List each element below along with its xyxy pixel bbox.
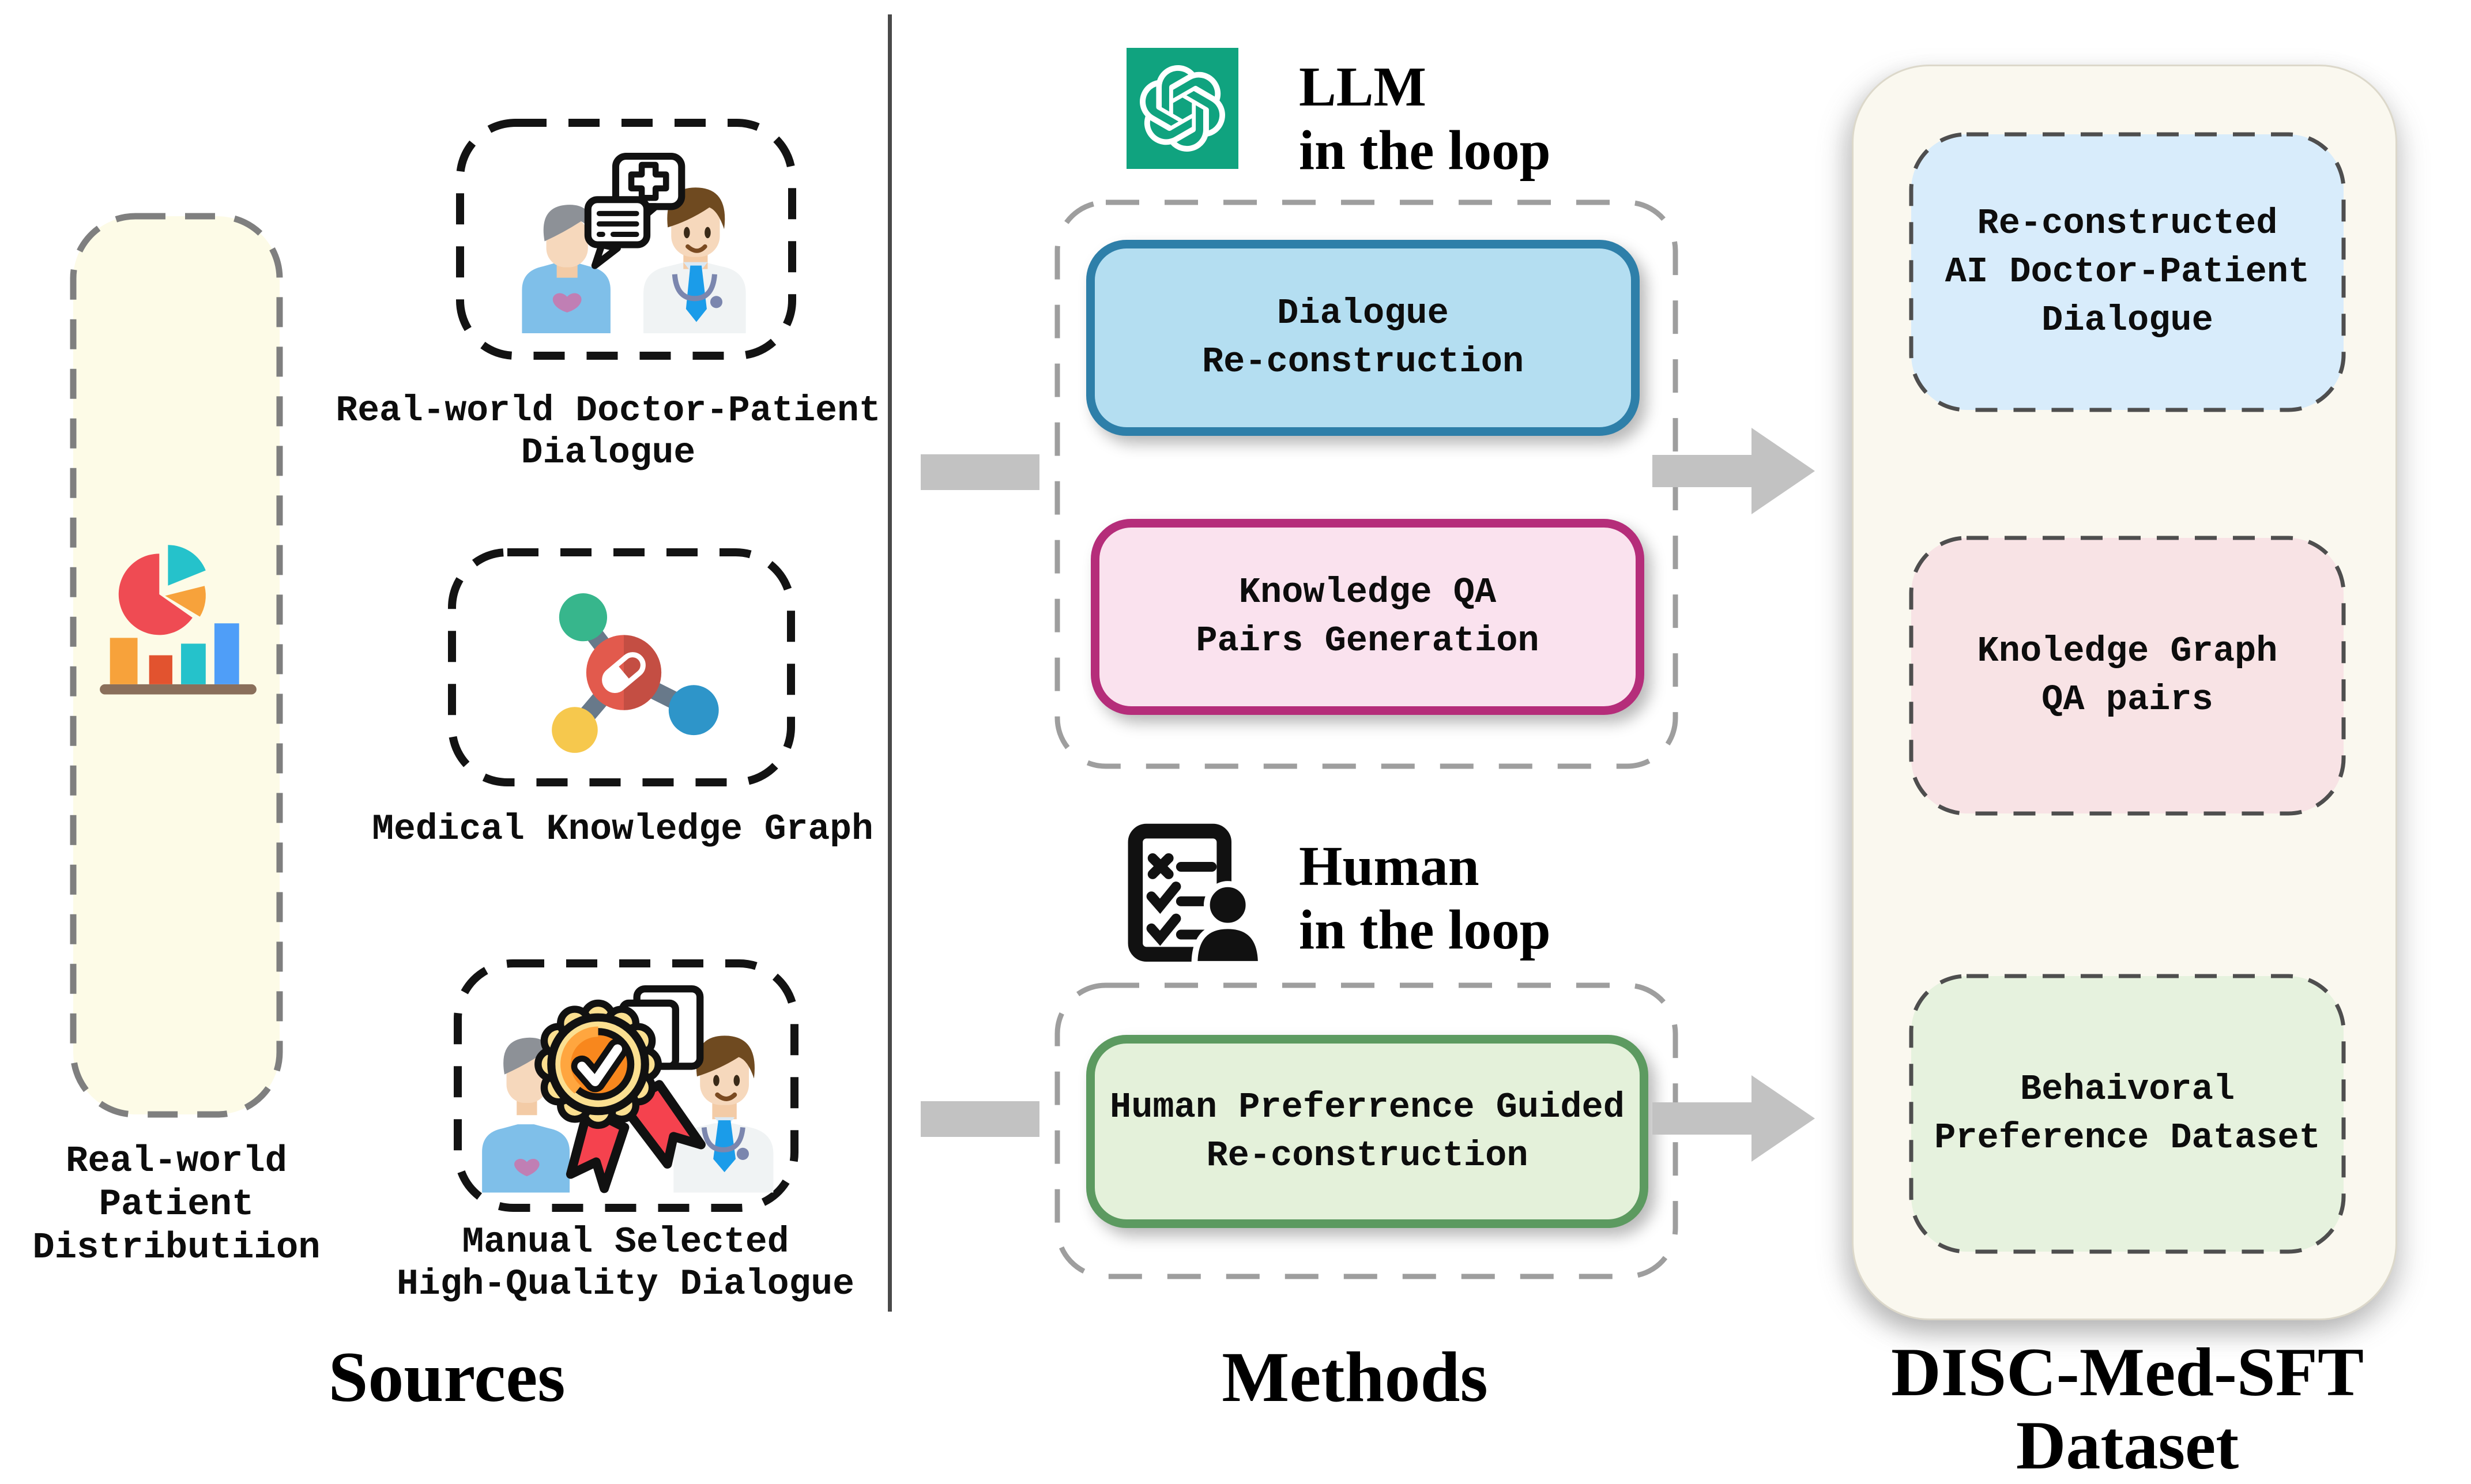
patient-distribution-label: Real-world Patient Distributiion <box>32 1141 321 1269</box>
source-label-doctor-patient-dialogue: Real-world Doctor-Patient Dialogue <box>336 390 881 474</box>
human-loop-container <box>1054 982 1678 1279</box>
pie-bar-chart-icon <box>100 545 257 695</box>
patient-distribution-panel <box>70 213 283 1118</box>
source-label-manual-selected: Manual Selected High-Quality Dialogue <box>397 1222 854 1305</box>
dataset-title: DISC-Med-SFT Dataset <box>1890 1334 2364 1484</box>
medical-knowledge-graph-icon <box>552 593 719 753</box>
doctor-patient-chat-icon <box>522 153 746 333</box>
openai-logo-icon <box>1140 65 1225 152</box>
human-preference-box: Human Preferrence Guided Re-construction <box>1086 1035 1648 1228</box>
dialogue-reconstruction-label: Dialogue Re-construction <box>1201 293 1524 382</box>
dataset-box-dialogue <box>1909 132 2346 412</box>
methods-title: Methods <box>1222 1338 1488 1417</box>
source-label-knowledge-graph: Medical Knowledge Graph <box>372 809 873 850</box>
dialogue-reconstruction-box: Dialogue Re-construction <box>1086 240 1640 436</box>
human-loop-caption: Human in the loop <box>1299 835 1551 961</box>
arrow-llm-to-dataset <box>1652 428 1815 514</box>
human-preference-label: Human Preferrence Guided Re-construction <box>1110 1086 1625 1176</box>
sources-title: Sources <box>328 1338 566 1417</box>
openai-logo-badge <box>1127 48 1238 169</box>
dataset-box-qa-pairs <box>1909 536 2346 816</box>
human-checklist-icon <box>1128 823 1259 965</box>
knowledge-qa-generation-box: Knowledge QA Pairs Generation <box>1091 519 1644 715</box>
sources-methods-divider <box>888 14 892 1312</box>
dataset-box-preference <box>1909 974 2346 1254</box>
arrow-human-to-dataset <box>1652 1075 1815 1162</box>
award-badge-icon <box>482 985 774 1193</box>
arrow-sources-to-llm <box>921 454 1039 490</box>
knowledge-qa-generation-label: Knowledge QA Pairs Generation <box>1196 572 1539 661</box>
arrow-sources-to-human <box>921 1101 1039 1137</box>
llm-loop-caption: LLM in the loop <box>1299 56 1551 181</box>
